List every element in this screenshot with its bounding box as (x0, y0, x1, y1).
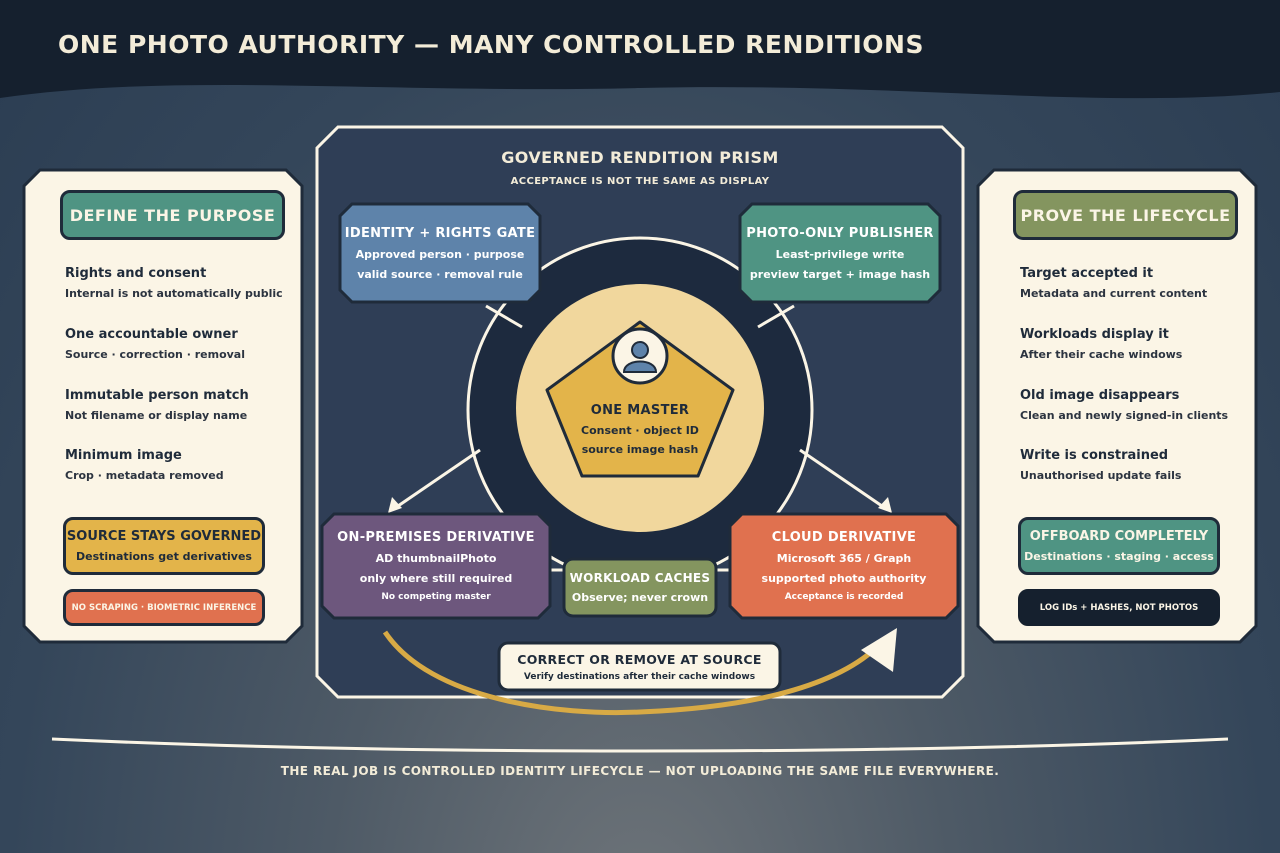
cloud-note: Acceptance is recorded (784, 592, 904, 602)
left-item-title: One accountable owner (65, 327, 238, 342)
publisher-line: Least-privilege write (775, 247, 905, 261)
gate-box: IDENTITY + RIGHTS GATE Approved person ·… (340, 204, 540, 302)
gate-line: Approved person · purpose (355, 247, 525, 261)
right-item-sub: Metadata and current content (1020, 287, 1208, 300)
cloud-arrow-line (799, 448, 883, 508)
right-item-title: Write is constrained (1020, 448, 1169, 463)
left-callout: SOURCE STAYS GOVERNED Destinations get d… (63, 517, 265, 575)
right-item-title: Workloads display it (1020, 327, 1169, 342)
left-item-list: Rights and consent Internal is not autom… (65, 266, 305, 496)
onprem-box: ON-PREMISES DERIVATIVE AD thumbnailPhoto… (322, 514, 550, 618)
left-item-title: Rights and consent (65, 266, 207, 281)
right-item-list: Target accepted it Metadata and current … (1020, 266, 1255, 496)
prism-title: GOVERNED RENDITION PRISM (501, 148, 779, 167)
caches-title: WORKLOAD CACHES (569, 571, 711, 585)
onprem-line: AD thumbnailPhoto (375, 552, 497, 565)
right-item-sub: After their cache windows (1020, 348, 1183, 361)
master-line: Consent · object ID (581, 423, 699, 437)
right-item-title: Old image disappears (1020, 388, 1180, 403)
person-icon (611, 327, 669, 385)
onprem-arrowhead (388, 497, 402, 513)
gate-connector (485, 304, 523, 329)
cloud-box-bg (728, 512, 960, 620)
onprem-arrow-line (397, 448, 481, 508)
prism-subtitle: ACCEPTANCE IS NOT THE SAME AS DISPLAY (510, 176, 770, 187)
onprem-line: only where still required (359, 572, 513, 585)
cloud-title: CLOUD DERIVATIVE (771, 530, 917, 545)
publisher-box: PHOTO-ONLY PUBLISHER Least-privilege wri… (740, 204, 940, 302)
correct-sub: Verify destinations after their cache wi… (523, 671, 756, 682)
left-item-sub: Source · correction · removal (65, 348, 245, 361)
right-item: Old image disappears Clean and newly sig… (1020, 388, 1260, 422)
footer-divider (51, 737, 1229, 753)
right-panel-header: PROVE THE LIFECYCLE (1013, 190, 1238, 240)
right-item-title: Target accepted it (1020, 266, 1154, 281)
right-item-sub: Clean and newly signed-in clients (1020, 409, 1229, 422)
cloud-box: CLOUD DERIVATIVE Microsoft 365 / Graph s… (730, 514, 958, 618)
right-callout-sub: Destinations · staging · access (1024, 550, 1214, 563)
publisher-connector (757, 304, 795, 329)
master-title: ONE MASTER (590, 402, 690, 418)
right-item-sub: Unauthorised update fails (1020, 469, 1182, 482)
left-item-sub: Crop · metadata removed (65, 469, 224, 482)
left-callout-title: SOURCE STAYS GOVERNED (66, 529, 262, 544)
correct-title: CORRECT OR REMOVE AT SOURCE (517, 651, 762, 667)
left-item-title: Minimum image (65, 448, 182, 463)
left-item: Minimum image Crop · metadata removed (65, 448, 305, 482)
correct-box-bg (497, 641, 782, 692)
right-item: Target accepted it Metadata and current … (1020, 266, 1260, 300)
cloud-line: Microsoft 365 / Graph (776, 552, 912, 565)
gate-box-bg (338, 202, 542, 304)
left-item: Immutable person match Not filename or d… (65, 388, 305, 422)
right-item: Workloads display it After their cache w… (1020, 327, 1260, 361)
master-box: ONE MASTER Consent · object ID source im… (560, 396, 720, 462)
cloud-line: supported photo authority (761, 572, 927, 585)
caches-box-bg (562, 557, 718, 618)
footer-tagline: THE REAL JOB IS CONTROLLED IDENTITY LIFE… (280, 764, 1000, 778)
right-note-badge: LOG IDs + HASHES, NOT PHOTOS (1018, 589, 1220, 626)
left-item-title: Immutable person match (65, 388, 249, 403)
right-callout: OFFBOARD COMPLETELY Destinations · stagi… (1018, 517, 1220, 575)
gate-title: IDENTITY + RIGHTS GATE (344, 225, 536, 241)
onprem-note: No competing master (381, 592, 491, 602)
onprem-box-bg (320, 512, 552, 620)
return-arc (382, 630, 878, 716)
left-callout-sub: Destinations get derivatives (76, 550, 252, 563)
master-line: source image hash (581, 442, 699, 456)
cloud-arrowhead (878, 497, 892, 513)
page-title: ONE PHOTO AUTHORITY — MANY CONTROLLED RE… (58, 30, 924, 59)
publisher-title: PHOTO-ONLY PUBLISHER (746, 225, 934, 241)
left-item-sub: Not filename or display name (65, 409, 248, 422)
return-arrowhead (861, 628, 897, 672)
header-band (0, 0, 1280, 99)
left-item: Rights and consent Internal is not autom… (65, 266, 305, 300)
right-item: Write is constrained Unauthorised update… (1020, 448, 1260, 482)
onprem-title: ON-PREMISES DERIVATIVE (337, 530, 535, 545)
caches-line: Observe; never crown (571, 591, 709, 604)
publisher-box-bg (738, 202, 942, 304)
gate-line: valid source · removal rule (357, 267, 523, 281)
left-warning-badge: NO SCRAPING · BIOMETRIC INFERENCE (63, 589, 265, 626)
master-pentagon (545, 320, 735, 478)
caches-box: WORKLOAD CACHES Observe; never crown (564, 559, 716, 616)
correct-box: CORRECT OR REMOVE AT SOURCE Verify desti… (499, 643, 780, 690)
left-panel-header: DEFINE THE PURPOSE (60, 190, 285, 240)
left-item: One accountable owner Source · correctio… (65, 327, 305, 361)
publisher-line: preview target + image hash (749, 267, 931, 281)
left-item-sub: Internal is not automatically public (65, 287, 283, 300)
right-callout-title: OFFBOARD COMPLETELY (1029, 529, 1209, 544)
